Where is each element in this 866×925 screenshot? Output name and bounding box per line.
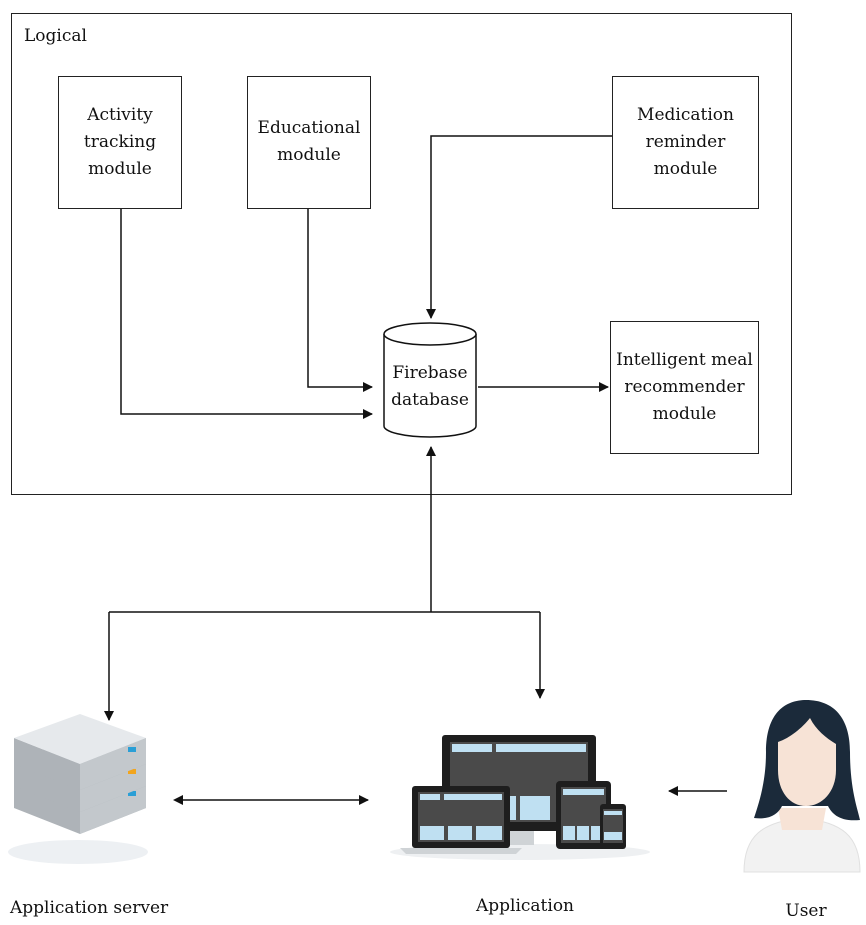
activity-tracking-module: Activity tracking module [58, 76, 182, 209]
activity-tracking-label: Activity tracking module [83, 105, 157, 179]
logical-frame [11, 13, 792, 495]
intelligent-meal-module: Intelligent meal recommender module [610, 321, 759, 454]
frame-label: Logical [24, 26, 87, 46]
intelligent-meal-label: Intelligent meal recommender module [616, 350, 753, 424]
educational-label: Educational module [257, 118, 361, 165]
database-cylinder [383, 322, 477, 438]
edge-medication-to-database [426, 135, 612, 319]
database-label: Firebase database [391, 363, 469, 410]
educational-module: Educational module [247, 76, 371, 209]
user-caption: User [785, 901, 827, 921]
edge-activity-to-database [120, 208, 373, 419]
user-avatar-icon [743, 700, 861, 873]
devices-icon [390, 735, 650, 860]
application-caption: Application [475, 896, 575, 916]
edge-educational-to-database [307, 208, 373, 392]
server-stack-icon [8, 714, 148, 864]
server-caption: Application server [10, 898, 169, 918]
medication-reminder-label: Medication reminder module [637, 105, 734, 179]
medication-reminder-module: Medication reminder module [612, 76, 759, 209]
